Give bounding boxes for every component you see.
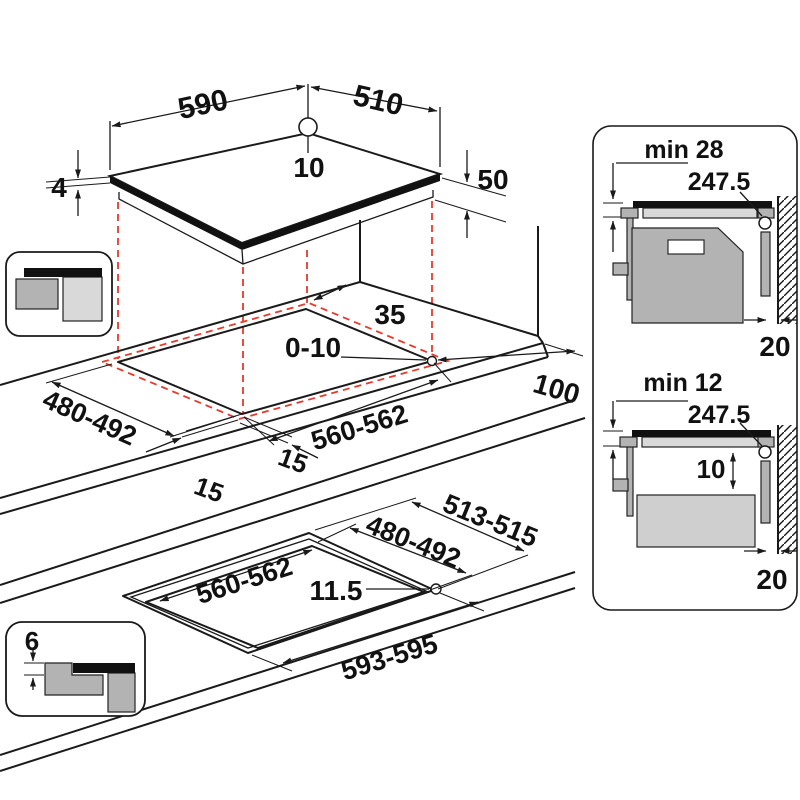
dim-11-5-label: 11.5	[310, 575, 363, 606]
surface-mount-icon	[5, 251, 113, 337]
dim-510-label: 510	[350, 79, 406, 122]
dim-depth	[310, 85, 438, 113]
wall-gap-label: 20	[756, 564, 787, 595]
oven-body	[631, 227, 744, 324]
dim-35-label: 35	[374, 299, 405, 330]
drawer-body	[636, 494, 756, 548]
dim-width	[111, 84, 306, 128]
dim-glass-thickness	[45, 150, 111, 216]
hob-glass-top	[107, 131, 444, 245]
dim-back-clearance	[313, 284, 347, 301]
worktop-front-edge-2	[0, 587, 576, 772]
rear-spacer-bar	[760, 460, 771, 524]
worktop-section	[642, 207, 758, 219]
worktop-section	[641, 436, 760, 448]
hob-glass-section	[73, 663, 135, 673]
dim-6-label: 6	[25, 626, 39, 656]
hob-glass-section	[24, 268, 102, 277]
side-sections-panel: min 28 247.5 20 min 12	[592, 125, 798, 611]
worktop-back-edge	[0, 281, 361, 386]
hole-distance-label: 247.5	[688, 401, 751, 429]
dim-cutout-width	[159, 549, 313, 602]
rear-spacer-bar	[760, 231, 771, 297]
worktop-front-edge	[0, 571, 576, 756]
hob-glass-section	[632, 430, 771, 437]
hole-position-circle	[758, 445, 772, 459]
dim-50-label: 50	[477, 164, 508, 195]
hole-leader-line	[340, 356, 427, 361]
wall-gap-label: 20	[759, 331, 790, 362]
dim-590-label: 590	[175, 83, 231, 126]
worktop-back-edge	[0, 399, 576, 586]
oven-vent	[667, 239, 705, 255]
hole-distance-label: 247.5	[688, 168, 751, 196]
dim-body-height	[434, 150, 507, 238]
dim-15-left-label: 15	[190, 471, 227, 509]
hob-isometric-view: 590 510 10 4 50	[45, 79, 509, 413]
hob-glass-section	[633, 201, 772, 208]
wall-hatching	[778, 425, 797, 554]
oven-gap-label: 10	[697, 454, 726, 484]
worktop-section	[15, 278, 59, 310]
wall-hatching	[778, 196, 797, 324]
left-end-cap	[619, 436, 638, 448]
min-12-label: min 12	[643, 369, 722, 397]
dim-593-595-label: 593-595	[338, 629, 442, 687]
worktop-back-edge-2	[0, 417, 586, 604]
hob-body-section	[107, 672, 136, 713]
dim-480-492-label: 480-492	[38, 384, 141, 452]
wall-right-line	[537, 226, 544, 344]
hole-position-circle	[758, 216, 772, 230]
side-section-above-oven: min 28 247.5 20	[603, 136, 797, 362]
dim-15-right-label: 15	[274, 442, 311, 480]
side-section-above-drawer: min 12 247.5 10 20	[603, 369, 797, 595]
dim-100-label: 100	[530, 368, 583, 411]
dim-rebate-depth	[24, 650, 44, 690]
mounting-tab	[612, 262, 629, 276]
dim-recess-width	[314, 497, 529, 590]
dim-0-10-label: 0-10	[285, 332, 341, 363]
rebated-worktop-section	[44, 662, 104, 696]
flush-mount-icon: 6	[5, 621, 146, 717]
dim-10-label: 10	[293, 152, 324, 183]
mounting-tab	[612, 478, 629, 492]
left-end-cap	[620, 207, 639, 219]
dim-recess-length	[251, 592, 485, 672]
dim-4-label: 4	[51, 172, 67, 203]
hole-distance-leader	[739, 422, 763, 447]
hole-circle	[298, 117, 318, 137]
hob-body	[118, 190, 434, 265]
dim-cutout-depth	[317, 523, 473, 591]
min-28-label: min 28	[644, 136, 723, 164]
worktop-back-right-edge	[359, 281, 539, 337]
overhang-construction	[145, 413, 319, 459]
dim-side-clearance	[437, 343, 584, 363]
hole-distance-leader	[739, 191, 763, 217]
glass-edge-left	[110, 176, 242, 250]
dim-560-562-label: 560-562	[308, 399, 412, 457]
hob-body-section	[62, 276, 103, 322]
glass-edge-right	[242, 174, 440, 250]
